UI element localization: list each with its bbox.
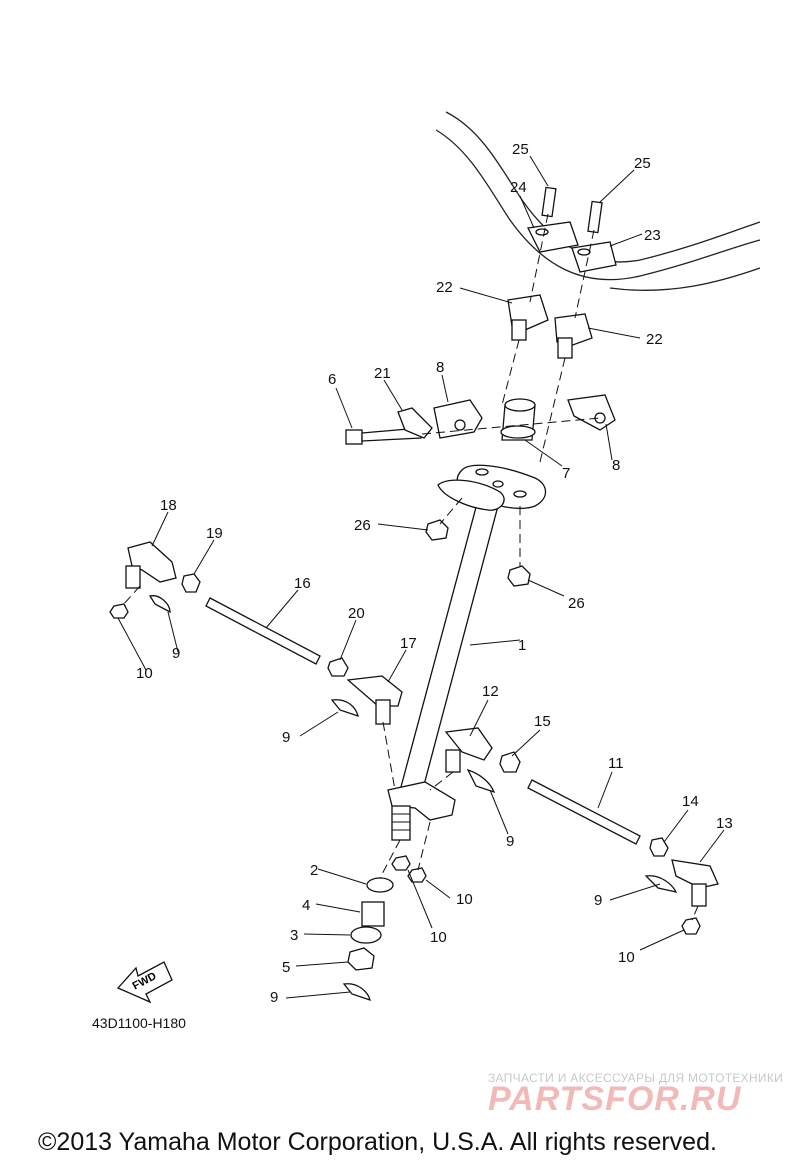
callout-8a: 8 bbox=[436, 359, 444, 376]
diagram-code: 43D1100-H180 bbox=[92, 1015, 186, 1031]
nuts-26 bbox=[425, 519, 531, 587]
callout-21: 21 bbox=[374, 365, 391, 382]
callout-17: 17 bbox=[400, 635, 417, 652]
callout-26a: 26 bbox=[354, 517, 371, 534]
callout-10c: 10 bbox=[430, 929, 447, 946]
callout-8b: 8 bbox=[612, 457, 620, 474]
right-tie-rod bbox=[444, 727, 719, 935]
lower-bearing-parts bbox=[342, 855, 427, 1001]
callout-9d: 9 bbox=[594, 892, 602, 909]
bolt-and-holders bbox=[345, 394, 616, 445]
steering-shaft bbox=[387, 464, 547, 841]
callout-9b: 9 bbox=[282, 729, 290, 746]
callout-labels: 1 2 3 4 5 6 7 8 8 9 9 9 9 9 10 10 10 10 … bbox=[136, 141, 733, 1006]
callout-9e: 9 bbox=[270, 989, 278, 1006]
callout-26b: 26 bbox=[568, 595, 585, 612]
callout-10b: 10 bbox=[456, 891, 473, 908]
callout-24: 24 bbox=[510, 179, 527, 196]
callout-23: 23 bbox=[644, 227, 661, 244]
callout-22a: 22 bbox=[436, 279, 453, 296]
callout-3: 3 bbox=[290, 927, 298, 944]
callout-9a: 9 bbox=[172, 645, 180, 662]
callout-25b: 25 bbox=[634, 155, 651, 172]
leader-lines bbox=[117, 155, 725, 999]
callout-4: 4 bbox=[302, 897, 310, 914]
callout-15: 15 bbox=[534, 713, 551, 730]
left-tie-rod bbox=[109, 541, 403, 725]
fwd-arrow-icon: FWD bbox=[116, 961, 173, 1004]
copyright-notice: ©2013 Yamaha Motor Corporation, U.S.A. A… bbox=[38, 1128, 717, 1156]
callout-14: 14 bbox=[682, 793, 699, 810]
callout-13: 13 bbox=[716, 815, 733, 832]
callout-6: 6 bbox=[328, 371, 336, 388]
callout-11: 11 bbox=[608, 755, 624, 772]
callout-10d: 10 bbox=[618, 949, 635, 966]
handlebar-holder-lower bbox=[507, 294, 593, 359]
holder-bolts bbox=[541, 186, 603, 234]
watermark-logo: PARTSFOR.RU bbox=[488, 1080, 742, 1118]
callout-5: 5 bbox=[282, 959, 290, 976]
callout-12: 12 bbox=[482, 683, 499, 700]
callout-1: 1 bbox=[518, 637, 526, 654]
handlebar-holder-upper bbox=[527, 221, 617, 273]
callout-18: 18 bbox=[160, 497, 177, 514]
callout-7: 7 bbox=[562, 465, 570, 482]
callout-2: 2 bbox=[310, 862, 318, 879]
callout-22b: 22 bbox=[646, 331, 663, 348]
callout-10a: 10 bbox=[136, 665, 153, 682]
watermark-tagline: ЗАПЧАСТИ И АКСЕССУАРЫ ДЛЯ МОТОТЕХНИКИ bbox=[488, 1071, 784, 1085]
callout-9c: 9 bbox=[506, 833, 514, 850]
callout-16: 16 bbox=[294, 575, 311, 592]
alignment-lines bbox=[121, 213, 699, 921]
callout-19: 19 bbox=[206, 525, 223, 542]
callout-20: 20 bbox=[348, 605, 365, 622]
callout-25a: 25 bbox=[512, 141, 529, 158]
steering-holder bbox=[500, 398, 536, 441]
